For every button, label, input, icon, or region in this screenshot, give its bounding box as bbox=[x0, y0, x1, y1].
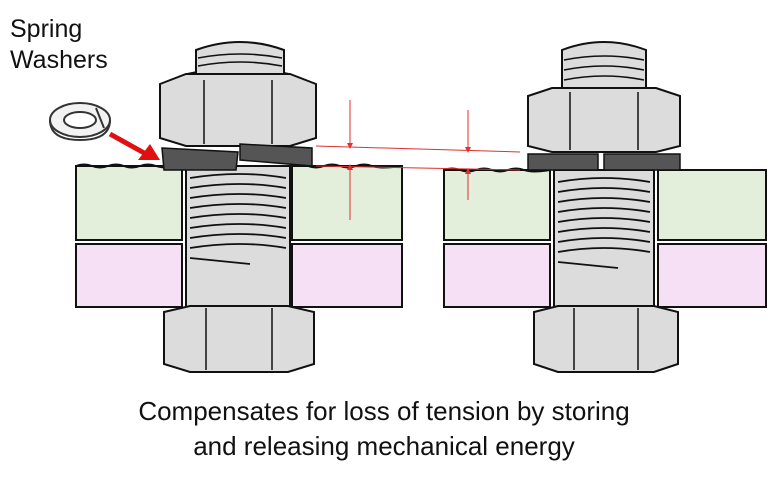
label-line-2: Washers bbox=[10, 46, 108, 74]
spring-washers-label: Spring Washers bbox=[10, 14, 108, 76]
right-pink-plate-right bbox=[657, 243, 767, 308]
caption-line-2: and releasing mechanical energy bbox=[193, 431, 575, 461]
left-green-plate-right bbox=[291, 165, 403, 241]
spring-washer-icon bbox=[49, 102, 111, 142]
right-bolt-tip bbox=[561, 41, 647, 89]
left-joint bbox=[75, 41, 403, 373]
left-pink-plate-left bbox=[75, 243, 183, 308]
right-joint bbox=[443, 41, 767, 373]
left-top-nut bbox=[159, 73, 317, 147]
left-bottom-nut bbox=[163, 305, 315, 373]
right-top-nut bbox=[527, 87, 681, 153]
right-green-plate-right bbox=[657, 169, 767, 241]
left-bolt-tip bbox=[195, 41, 285, 75]
dimension-lines bbox=[315, 100, 521, 220]
right-pink-plate-left bbox=[443, 243, 551, 308]
left-spring-washer-left bbox=[161, 147, 239, 171]
right-bottom-nut bbox=[533, 305, 679, 373]
left-spring-washer-right bbox=[239, 143, 313, 167]
label-line-1: Spring bbox=[10, 15, 83, 43]
left-pink-plate-right bbox=[291, 243, 403, 308]
right-spring-washer-left bbox=[527, 153, 599, 171]
right-green-plate-left bbox=[443, 169, 551, 241]
right-spring-washer-right bbox=[603, 153, 681, 171]
left-green-plate-left bbox=[75, 165, 183, 241]
right-bolt-shank bbox=[553, 169, 655, 309]
caption-line-1: Compensates for loss of tension by stori… bbox=[138, 396, 630, 426]
pointer-arrow bbox=[108, 131, 160, 160]
